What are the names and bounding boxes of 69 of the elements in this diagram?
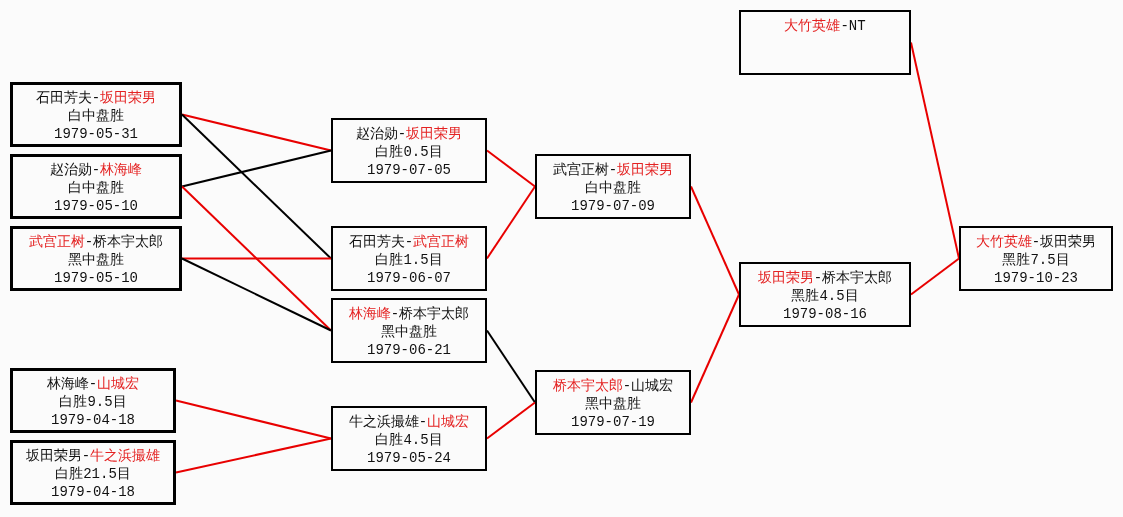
match-box: [331, 406, 487, 471]
match-result: 白胜1.5目: [375, 251, 443, 269]
match-players: 大竹英雄-NT: [784, 17, 866, 35]
match-date: 1979-10-23: [994, 269, 1078, 287]
match-result: 白胜9.5目: [59, 393, 127, 411]
match-players: 大竹英雄-坂田荣男: [975, 233, 1097, 251]
connector-line: [181, 257, 332, 332]
connector-line: [181, 185, 332, 332]
match-date: 1979-05-31: [54, 125, 138, 143]
match-date: 1979-07-09: [571, 197, 655, 215]
connector-line: [690, 293, 740, 404]
match-players: 赵治勋-坂田荣男: [355, 125, 463, 143]
match-date: 1979-07-19: [571, 413, 655, 431]
match-players: 林海峰-桥本宇太郎: [348, 305, 470, 323]
match-date: 1979-04-18: [51, 483, 135, 501]
connector-line: [486, 149, 536, 188]
match-players: 武宫正树-桥本宇太郎: [28, 233, 164, 251]
match-result: 黑胜7.5目: [1002, 251, 1070, 269]
match-date: 1979-05-10: [54, 269, 138, 287]
match-players: 赵治勋-林海峰: [49, 161, 143, 179]
connector-line: [486, 401, 536, 440]
connector-line: [181, 257, 332, 260]
match-players: 桥本宇太郎-山城宏: [552, 377, 674, 395]
match-date: 1979-04-18: [51, 411, 135, 429]
connector-line: [486, 329, 536, 404]
connector-line: [181, 113, 332, 152]
connector-line: [486, 185, 536, 260]
connector-line: [175, 399, 332, 440]
match-result: 白中盘胜: [585, 179, 641, 197]
match-box: [10, 82, 182, 147]
match-box: [739, 262, 911, 327]
match-date: 1979-05-24: [367, 449, 451, 467]
connector-line: [181, 149, 332, 188]
match-result: 白中盘胜: [68, 107, 124, 125]
connector-line: [181, 113, 332, 260]
match-result: 黑中盘胜: [381, 323, 437, 341]
match-players: 牛之浜撮雄-山城宏: [348, 413, 470, 431]
match-box: [10, 368, 176, 433]
connector-line: [175, 437, 332, 474]
match-box: [331, 226, 487, 291]
match-players: 武宫正树-坂田荣男: [552, 161, 674, 179]
match-date: 1979-06-21: [367, 341, 451, 359]
match-box: [10, 440, 176, 505]
match-date: 1979-07-05: [367, 161, 451, 179]
match-players: 林海峰-山城宏: [46, 375, 140, 393]
match-players: 石田芳夫-武宫正树: [348, 233, 470, 251]
match-date: 1979-06-07: [367, 269, 451, 287]
match-box: [10, 226, 182, 291]
match-result: 黑中盘胜: [68, 251, 124, 269]
match-players: 坂田荣男-桥本宇太郎: [757, 269, 893, 287]
match-box: [331, 118, 487, 183]
connector-line: [690, 185, 740, 296]
match-result: 白胜4.5目: [375, 431, 443, 449]
match-box: [535, 154, 691, 219]
match-box: [739, 10, 911, 75]
connector-line: [910, 257, 960, 296]
match-box: [331, 298, 487, 363]
match-result: 白胜0.5目: [375, 143, 443, 161]
match-date: 1979-08-16: [783, 305, 867, 323]
match-result: 白中盘胜: [68, 179, 124, 197]
match-result: 黑中盘胜: [585, 395, 641, 413]
match-result: 黑胜4.5目: [791, 287, 859, 305]
match-result: 白胜21.5目: [55, 465, 131, 483]
match-box: [10, 154, 182, 219]
match-players: 坂田荣男-牛之浜撮雄: [25, 447, 161, 465]
match-date: 1979-05-10: [54, 197, 138, 215]
match-box: [959, 226, 1113, 291]
match-players: 石田芳夫-坂田荣男: [35, 89, 157, 107]
match-box: [535, 370, 691, 435]
